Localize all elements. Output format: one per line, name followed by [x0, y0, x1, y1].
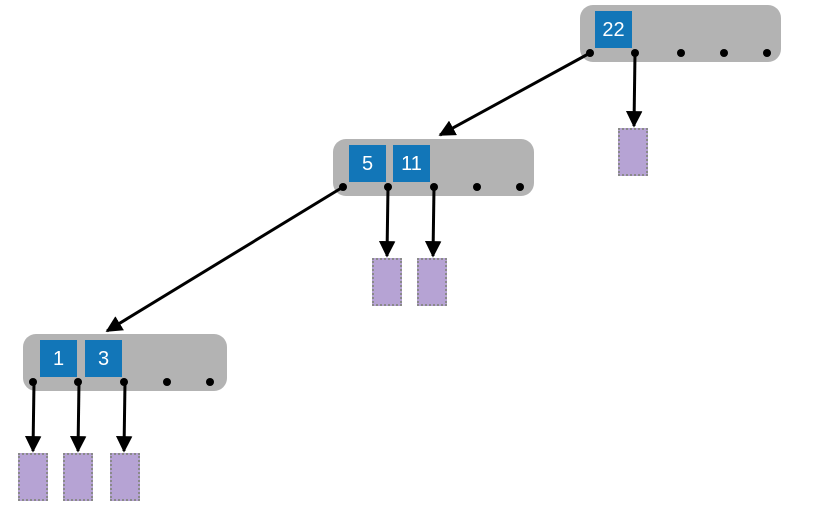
- btree-node-internal: 5 11: [333, 139, 534, 196]
- pointer-dot: [473, 183, 481, 191]
- pointer-dot: [206, 378, 214, 386]
- key-cell-5: 5: [349, 145, 386, 182]
- btree-node-leaf: 1 3: [23, 334, 227, 391]
- pointer-dot: [339, 183, 347, 191]
- edge-internal-p1-to-block: [378, 186, 396, 258]
- pointer-dot: [516, 183, 524, 191]
- record-block: [18, 453, 48, 501]
- edge-leaf-p1-to-block: [69, 381, 87, 453]
- key-cell-11: 11: [393, 145, 430, 182]
- pointer-dot: [120, 378, 128, 386]
- record-block: [63, 453, 93, 501]
- pointer-dot: [430, 183, 438, 191]
- record-block: [372, 258, 402, 306]
- pointer-dot: [720, 49, 728, 57]
- pointer-dot: [677, 49, 685, 57]
- key-cell-1: 1: [40, 340, 77, 377]
- record-block: [618, 128, 648, 176]
- pointer-dot: [586, 49, 594, 57]
- edge-root-to-internal: [438, 51, 591, 137]
- key-cell-22: 22: [595, 11, 632, 48]
- pointer-dot: [163, 378, 171, 386]
- btree-node-root: 22: [580, 5, 781, 62]
- pointer-dot: [74, 378, 82, 386]
- pointer-dot: [763, 49, 771, 57]
- record-block: [417, 258, 447, 306]
- edge-internal-to-leaf: [105, 185, 344, 333]
- record-block: [110, 453, 140, 501]
- pointer-dot: [29, 378, 37, 386]
- edge-internal-p2-to-block: [424, 186, 442, 258]
- edge-leaf-p2-to-block: [115, 381, 133, 453]
- edge-leaf-p0-to-block: [24, 381, 42, 453]
- pointer-dot: [631, 49, 639, 57]
- pointer-dot: [384, 183, 392, 191]
- edge-root-to-block: [625, 52, 643, 128]
- key-cell-3: 3: [85, 340, 122, 377]
